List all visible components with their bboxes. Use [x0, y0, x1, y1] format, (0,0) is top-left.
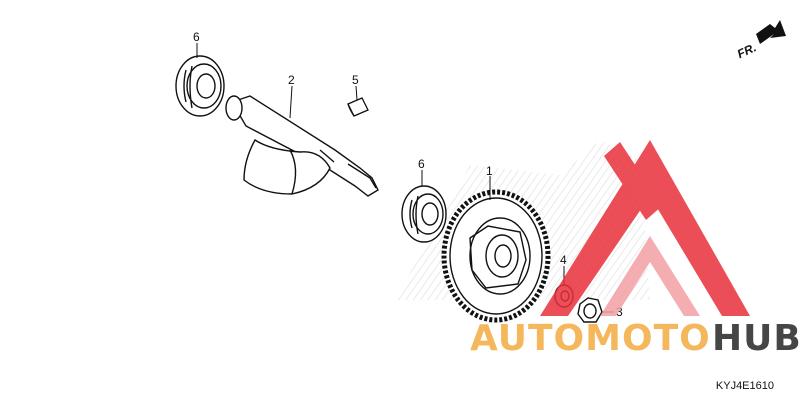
callout-3: 3 — [616, 305, 623, 319]
watermark-brand-part2: HUB — [712, 318, 800, 359]
drawing-code: KYJ4E1610 — [715, 380, 774, 392]
callout-6-lower: 6 — [418, 157, 425, 171]
nut-part[interactable] — [577, 297, 603, 323]
callout-4: 4 — [560, 253, 567, 267]
front-direction-arrow-icon: FR. — [735, 20, 786, 61]
bearing-lower-part[interactable] — [401, 185, 447, 243]
watermark-brand-part1: AUTOMOTO — [470, 318, 711, 359]
driven-gear-part[interactable] — [441, 189, 551, 323]
callout-1: 1 — [486, 164, 493, 178]
direction-label: FR. — [735, 40, 758, 61]
callout-2: 2 — [288, 73, 295, 87]
callout-6-upper: 6 — [193, 30, 200, 44]
automotohub-logo-icon — [540, 140, 750, 316]
woodruff-key-part[interactable] — [347, 97, 369, 117]
watermark-text: AUTOMOTO HUB — [470, 318, 800, 359]
balancer-shaft-part[interactable] — [225, 95, 379, 197]
callout-5: 5 — [352, 73, 359, 87]
callout-labels: 6 2 5 6 1 4 3 — [193, 30, 623, 319]
bearing-upper-part[interactable] — [175, 55, 225, 117]
